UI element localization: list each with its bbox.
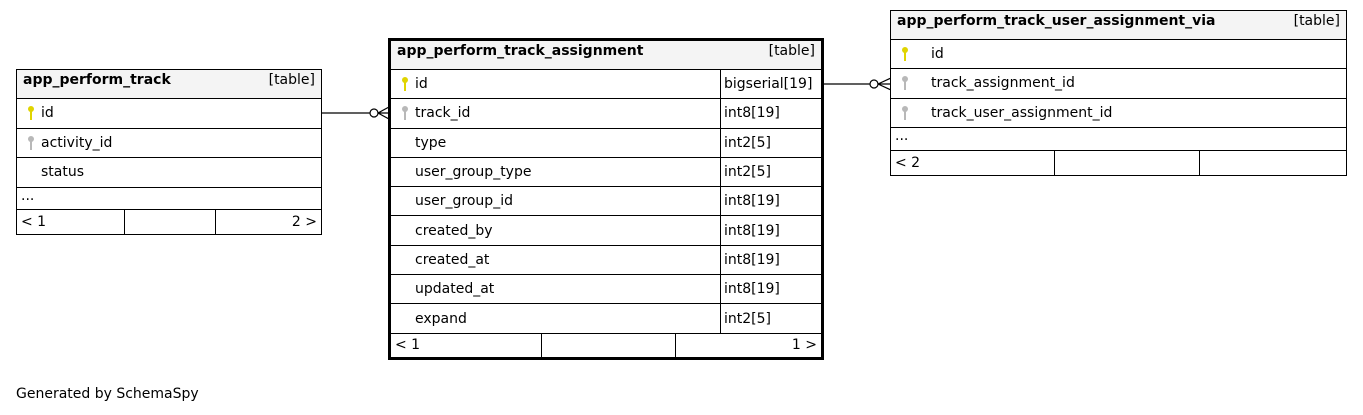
table-header[interactable]: app_perform_track [table]: [17, 70, 321, 99]
column-type: int8[19]: [720, 216, 821, 245]
table-header[interactable]: app_perform_track_assignment [table]: [391, 41, 821, 70]
table-app-perform-track-assignment[interactable]: app_perform_track_assignment [table] id big…: [388, 38, 824, 360]
table-kind: [table]: [268, 72, 315, 88]
column-row[interactable]: user_group_id int8[19]: [391, 187, 821, 217]
table-name: app_perform_track_assignment: [397, 43, 644, 59]
rows-count[interactable]: [1054, 150, 1199, 175]
children-count[interactable]: 2 >: [215, 209, 321, 234]
table-footer: < 1 2 >: [17, 209, 321, 234]
column-row[interactable]: id: [17, 99, 321, 129]
children-count[interactable]: 1 >: [675, 333, 821, 357]
table-name: app_perform_track_user_assignment_via: [897, 13, 1216, 29]
column-row[interactable]: track_assignment_id: [891, 69, 1346, 99]
rows-count[interactable]: [541, 333, 675, 357]
column-type: int2[5]: [720, 304, 821, 333]
children-count[interactable]: [1199, 150, 1346, 175]
foreign-key-icon: [21, 135, 41, 151]
column-type: int8[19]: [720, 245, 821, 275]
table-footer: < 1 1 >: [391, 333, 821, 357]
table-footer: < 2: [891, 150, 1346, 175]
column-name: status: [41, 164, 85, 181]
column-type: int2[5]: [720, 128, 821, 157]
column-name: track_user_assignment_id: [931, 104, 1113, 121]
primary-key-icon: [21, 105, 41, 121]
column-row[interactable]: track_id int8[19]: [391, 99, 821, 129]
column-row[interactable]: created_by int8[19]: [391, 216, 821, 246]
relationship-track-to-assignment: [322, 106, 390, 120]
rows-count[interactable]: [124, 209, 215, 234]
column-type: int8[19]: [720, 187, 821, 216]
more-columns[interactable]: ...: [891, 128, 1346, 151]
column-name: activity_id: [41, 134, 113, 151]
column-name: track_assignment_id: [931, 75, 1075, 92]
parents-count[interactable]: < 1: [395, 337, 421, 354]
relationship-assignment-to-via: [824, 77, 892, 91]
column-name: expand: [415, 310, 467, 327]
column-name: created_at: [415, 251, 490, 268]
more-columns[interactable]: ...: [17, 188, 321, 210]
column-row[interactable]: track_user_assignment_id: [891, 99, 1346, 128]
foreign-key-icon: [895, 105, 915, 121]
column-name: id: [931, 46, 944, 63]
column-type: int8[19]: [720, 275, 821, 304]
column-name: id: [415, 76, 428, 93]
column-name: type: [415, 134, 447, 151]
parents-count[interactable]: < 2: [895, 154, 921, 171]
column-name: track_id: [415, 105, 471, 122]
primary-key-icon: [395, 76, 415, 92]
column-row[interactable]: id bigserial[19]: [391, 70, 821, 100]
column-row[interactable]: activity_id: [17, 129, 321, 158]
column-row[interactable]: type int2[5]: [391, 128, 821, 158]
table-app-perform-track-user-assignment-via[interactable]: app_perform_track_user_assignment_via [ta…: [890, 10, 1347, 176]
foreign-key-icon: [395, 105, 415, 121]
table-kind: [table]: [768, 43, 815, 59]
column-name: id: [41, 105, 54, 122]
column-row[interactable]: updated_at int8[19]: [391, 275, 821, 305]
table-kind: [table]: [1293, 13, 1340, 29]
primary-key-icon: [895, 46, 915, 62]
column-type: int8[19]: [720, 99, 821, 128]
column-name: updated_at: [415, 281, 495, 298]
column-row[interactable]: user_group_type int2[5]: [391, 157, 821, 188]
table-name: app_perform_track: [23, 72, 171, 88]
generated-by-label: Generated by SchemaSpy: [16, 386, 199, 402]
column-row[interactable]: status: [17, 158, 321, 188]
column-name: created_by: [415, 222, 493, 239]
column-type: bigserial[19]: [720, 70, 821, 99]
foreign-key-icon: [895, 75, 915, 91]
column-row[interactable]: id: [891, 40, 1346, 70]
column-name: user_group_id: [415, 193, 513, 210]
column-name: user_group_type: [415, 164, 532, 181]
parents-count[interactable]: < 1: [21, 213, 47, 230]
column-type: int2[5]: [720, 157, 821, 187]
column-row[interactable]: expand int2[5]: [391, 304, 821, 334]
column-row[interactable]: created_at int8[19]: [391, 245, 821, 276]
table-header[interactable]: app_perform_track_user_assignment_via [ta…: [891, 11, 1346, 40]
